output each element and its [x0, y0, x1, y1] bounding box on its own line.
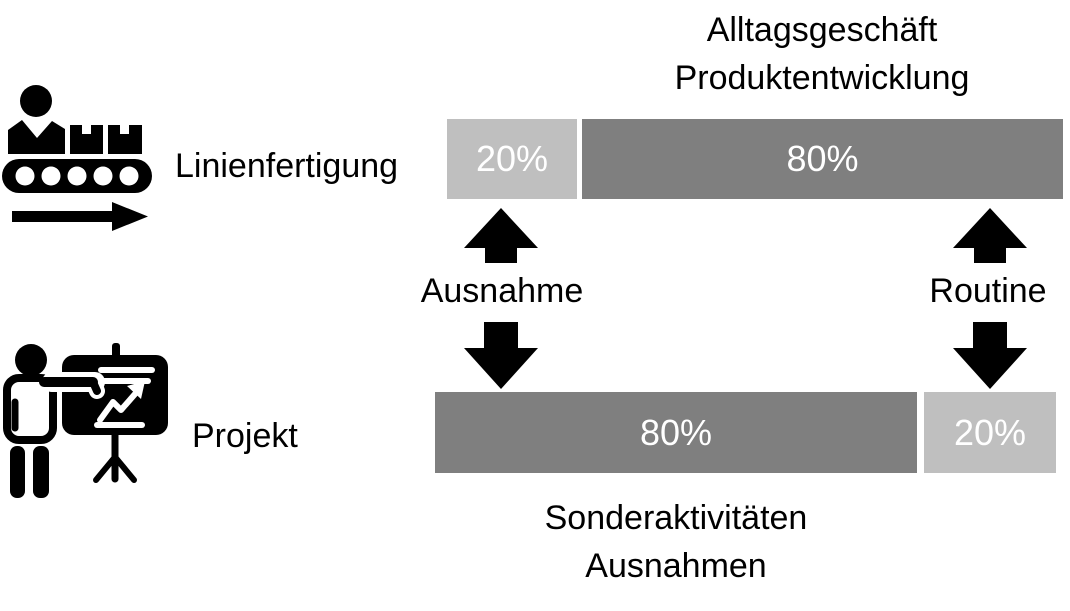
row-label-projekt: Projekt: [192, 417, 298, 455]
board-chart: [94, 367, 155, 428]
row-label-linienfertigung: Linienfertigung: [175, 147, 399, 185]
top-caption: Alltagsgeschäft Produktentwicklung: [522, 6, 1070, 102]
segment-value: 20%: [475, 138, 549, 179]
up-arrow-icon: [464, 208, 538, 263]
worker-shoulders: [8, 120, 65, 154]
box-1: [70, 125, 103, 154]
connector-label-routine: Routine: [929, 272, 1047, 310]
top-caption-line2: Produktentwicklung: [674, 59, 970, 97]
presenter-pointing-arm: [39, 372, 105, 399]
segment-value: 80%: [639, 411, 713, 453]
bottom-caption: Sonderaktivitäten Ausnahmen: [376, 494, 976, 590]
segment-value: 20%: [953, 411, 1027, 453]
board-tripod: [93, 431, 137, 483]
down-arrow-icon: [464, 322, 538, 389]
box-2: [108, 125, 142, 154]
connector-label-ausnahme: Ausnahme: [420, 272, 584, 310]
bar-projekt-segment-20: 20%: [924, 392, 1056, 473]
presenter-flipchart-icon: [3, 343, 168, 498]
bottom-caption-line2: Ausnahmen: [585, 547, 767, 585]
bar-linienfertigung-segment-80: 80%: [582, 119, 1063, 199]
flow-arrow: [12, 202, 148, 231]
bar-projekt-segment-80: 80%: [435, 392, 917, 473]
bottom-caption-line1: Sonderaktivitäten: [544, 499, 808, 537]
up-arrow-icon: [953, 208, 1027, 263]
presenter-head: [15, 344, 47, 376]
conveyor-rollers: [15, 166, 139, 186]
conveyor-worker-icon: [2, 85, 152, 231]
bar-linienfertigung-segment-20: 20%: [447, 119, 577, 199]
top-caption-line1: Alltagsgeschäft: [706, 11, 938, 49]
presenter-legs: [10, 446, 49, 498]
worker-head: [20, 85, 52, 117]
segment-value: 80%: [786, 138, 859, 179]
down-arrow-icon: [953, 322, 1027, 389]
